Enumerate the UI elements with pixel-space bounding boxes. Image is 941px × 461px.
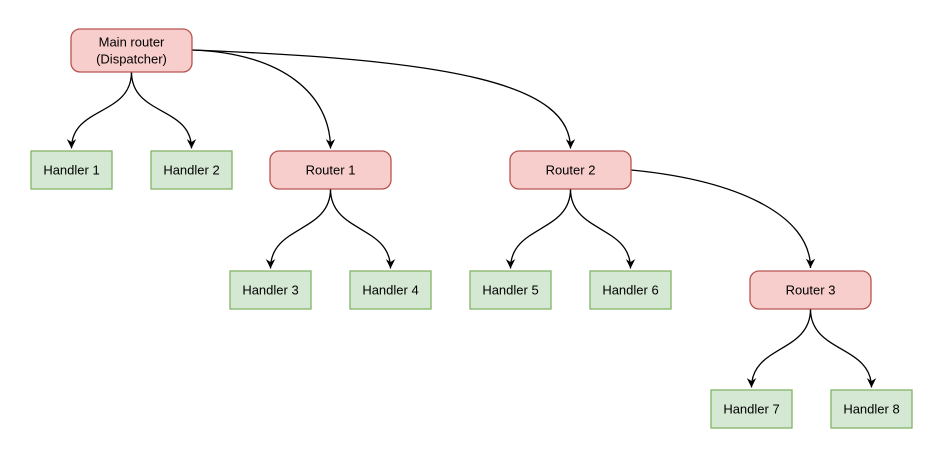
node-handler-7: Handler 7: [710, 389, 793, 429]
edge-router-3-to-handler-8: [809, 308, 877, 388]
router-3-label: Router 3: [786, 283, 836, 298]
handler-6-label: Handler 6: [602, 283, 658, 298]
edge-main-router-to-handler-2: [130, 71, 197, 149]
handler-4-box: [349, 270, 432, 310]
edge-router-2-to-handler-5: [505, 188, 572, 269]
edge-router-3-to-handler-7: [746, 308, 812, 388]
router-1-box: [269, 150, 392, 190]
handler-6-box: [589, 270, 672, 310]
edge-router-1-to-handler-3: [265, 188, 332, 269]
handler-2-box: [150, 150, 233, 190]
router-2-box: [509, 150, 632, 190]
main-router-label-line1: Main router: [99, 35, 165, 50]
handler-7-label: Handler 7: [723, 402, 779, 417]
node-handler-6: Handler 6: [589, 270, 672, 310]
node-handler-1: Handler 1: [30, 150, 113, 190]
node-handler-8: Handler 8: [830, 389, 913, 429]
node-router-3: Router 3: [749, 270, 872, 310]
edge-main-router-to-router-2: [191, 49, 576, 149]
main-router-box: [70, 28, 193, 73]
handler-3-label: Handler 3: [242, 283, 298, 298]
node-main-router: Main router (Dispatcher): [70, 28, 193, 73]
node-handler-5: Handler 5: [469, 270, 552, 310]
edge-router-1-to-handler-4: [329, 188, 396, 269]
router-2-label: Router 2: [546, 163, 596, 178]
handler-8-label: Handler 8: [843, 402, 899, 417]
node-handler-3: Handler 3: [229, 270, 312, 310]
node-handler-4: Handler 4: [349, 270, 432, 310]
handler-8-box: [830, 389, 913, 429]
edge-router-2-to-router-3: [630, 169, 816, 269]
edge-main-router-to-handler-1: [66, 71, 133, 149]
edge-layer: [66, 49, 877, 388]
handler-1-label: Handler 1: [43, 163, 99, 178]
handler-7-box: [710, 389, 793, 429]
node-handler-2: Handler 2: [150, 150, 233, 190]
handler-4-label: Handler 4: [362, 283, 418, 298]
main-router-label-line2: (Dispatcher): [96, 52, 167, 67]
router-3-box: [749, 270, 872, 310]
handler-3-box: [229, 270, 312, 310]
edge-main-router-to-router-1: [191, 49, 336, 149]
node-router-2: Router 2: [509, 150, 632, 190]
handler-5-box: [469, 270, 552, 310]
handler-5-label: Handler 5: [482, 283, 538, 298]
handler-2-label: Handler 2: [163, 163, 219, 178]
edge-router-2-to-handler-6: [569, 188, 636, 269]
router-1-label: Router 1: [306, 163, 356, 178]
handler-1-box: [30, 150, 113, 190]
node-router-1: Router 1: [269, 150, 392, 190]
